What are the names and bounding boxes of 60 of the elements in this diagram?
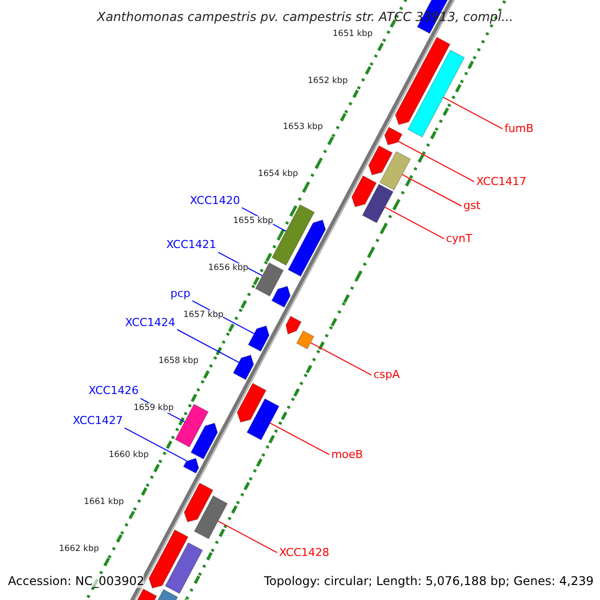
gene-block <box>254 262 284 297</box>
scale-label: 1662 kbp <box>58 544 99 554</box>
gene-pentagon <box>368 145 393 176</box>
leader-line <box>124 428 188 462</box>
scale-label: 1653 kbp <box>282 122 323 133</box>
gene-pentagon <box>285 316 302 335</box>
leader-line <box>402 174 462 206</box>
scale-label: 1660 kbp <box>108 450 149 460</box>
gene-label: fumB <box>504 122 534 135</box>
leader-line <box>384 206 444 240</box>
gene-label: moeB <box>331 448 363 461</box>
gene-pentagon <box>394 36 451 126</box>
scale-label: 1655 kbp <box>233 216 274 226</box>
gene-pentagon <box>248 325 270 352</box>
leader-line <box>218 520 278 554</box>
scale-label: 1659 kbp <box>134 403 174 414</box>
gene-pentagon <box>190 422 218 460</box>
scale-label: 1661 kbp <box>84 496 124 507</box>
gene-block <box>407 50 465 138</box>
gene-pentagon <box>148 529 189 589</box>
gene-block <box>362 184 394 224</box>
gene-pentagon <box>182 458 200 474</box>
scale-label: 1652 kbp <box>308 76 348 86</box>
gene-label: XCC1424 <box>125 316 176 329</box>
accession-text: Accession: NC_003902 <box>8 574 144 588</box>
gene-pentagon <box>384 126 403 146</box>
gene-label: XCC1426 <box>88 384 139 398</box>
scale-label: 1654 kbp <box>258 169 298 180</box>
scale-label: 1658 kbp <box>158 356 199 366</box>
gene-pentagon <box>236 382 267 423</box>
gene-label: pcp <box>170 286 190 300</box>
gene-pentagon <box>351 175 377 208</box>
gene-pentagon <box>288 220 326 277</box>
leader-line <box>310 342 372 376</box>
gene-block <box>296 330 314 350</box>
gene-label: XCC1421 <box>166 238 216 252</box>
gene-block <box>194 495 228 540</box>
gene-block <box>164 542 204 594</box>
gene-block <box>174 404 209 448</box>
gene-pentagon <box>184 482 214 522</box>
leader-line <box>442 96 503 130</box>
gene-label: XCC1420 <box>190 194 240 207</box>
gene-pentagon <box>271 286 291 308</box>
gene-label: cspA <box>373 368 400 382</box>
gene-pentagon <box>232 354 254 380</box>
genome-summary: Topology: circular; Length: 5,076,188 bp; Genes: 4,239 <box>264 574 594 588</box>
gene-block <box>379 151 411 191</box>
scale-label: 1651 kbp <box>332 28 373 39</box>
gene-block <box>246 398 280 440</box>
scale-label: 1656 kbp <box>208 262 248 273</box>
leader-line <box>176 329 240 363</box>
gene-label: XCC1428 <box>279 546 330 559</box>
gene-label: cynT <box>446 232 472 245</box>
leader-line <box>270 422 330 456</box>
scale-label: 1657 kbp <box>183 310 224 320</box>
gene-label: XCC1427 <box>72 414 123 428</box>
gene-block <box>271 204 315 266</box>
gene-label: gst <box>463 199 480 212</box>
leader-line <box>398 140 475 182</box>
gene-label: XCC1417 <box>476 174 526 188</box>
